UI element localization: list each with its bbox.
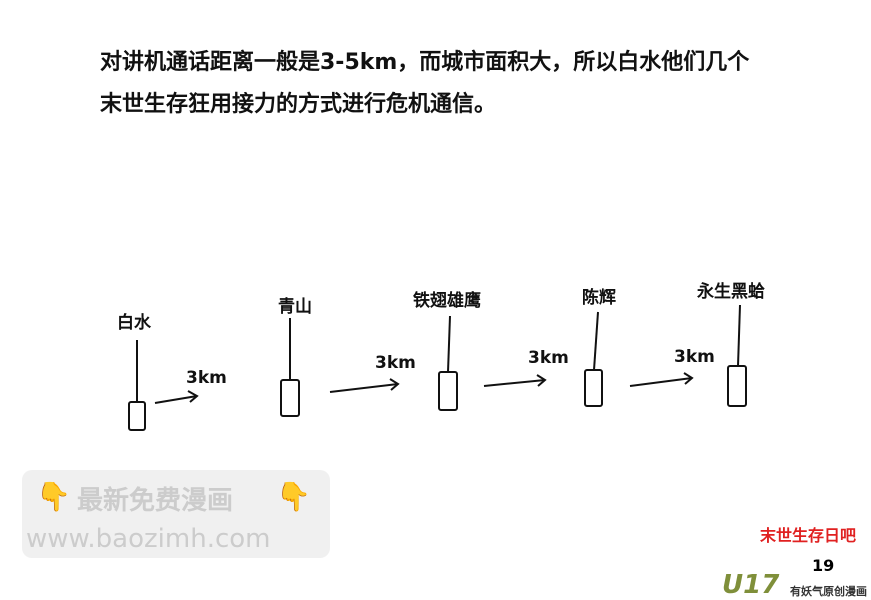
- distance-label: 3km: [674, 347, 715, 367]
- radio-icon: [727, 304, 747, 407]
- caption-line-2: 末世生存狂用接力的方式进行危机通信。: [100, 92, 497, 117]
- caption-line-1: 对讲机通话距离一般是3-5km，而城市面积大，所以白水他们几个: [100, 50, 750, 75]
- logo-stamp: 末世生存日吧: [760, 526, 857, 545]
- watermark-text: 最新免费漫画: [77, 486, 234, 516]
- arrow-icon: [154, 390, 199, 404]
- node-label: 青山: [278, 297, 312, 317]
- arrow-icon: [329, 378, 400, 393]
- radio-icon: [128, 340, 146, 431]
- node-label: 白水: [117, 313, 151, 333]
- distance-label: 3km: [186, 368, 227, 388]
- node-label: 永生黑蛤: [697, 282, 765, 302]
- node-label: 铁翅雄鹰: [413, 291, 481, 311]
- radio-icon: [280, 318, 300, 417]
- pointing-down-hand-icon: 👇: [276, 480, 311, 513]
- radio-icon: [584, 311, 603, 407]
- u17-logo-subtitle: 有妖气原创漫画: [790, 585, 867, 598]
- arrow-icon: [629, 372, 694, 387]
- watermark: 👇 最新免费漫画 👇 www.baozimh.com: [22, 470, 330, 558]
- radio-icon: [438, 315, 458, 411]
- pointing-down-hand-icon: 👇: [36, 480, 71, 513]
- page-number: 19: [812, 556, 835, 575]
- node-label: 陈辉: [582, 288, 616, 308]
- distance-label: 3km: [375, 353, 416, 373]
- arrow-icon: [483, 374, 547, 387]
- watermark-url: www.baozimh.com: [26, 524, 271, 554]
- distance-label: 3km: [528, 348, 569, 368]
- u17-logo: U17: [722, 570, 780, 600]
